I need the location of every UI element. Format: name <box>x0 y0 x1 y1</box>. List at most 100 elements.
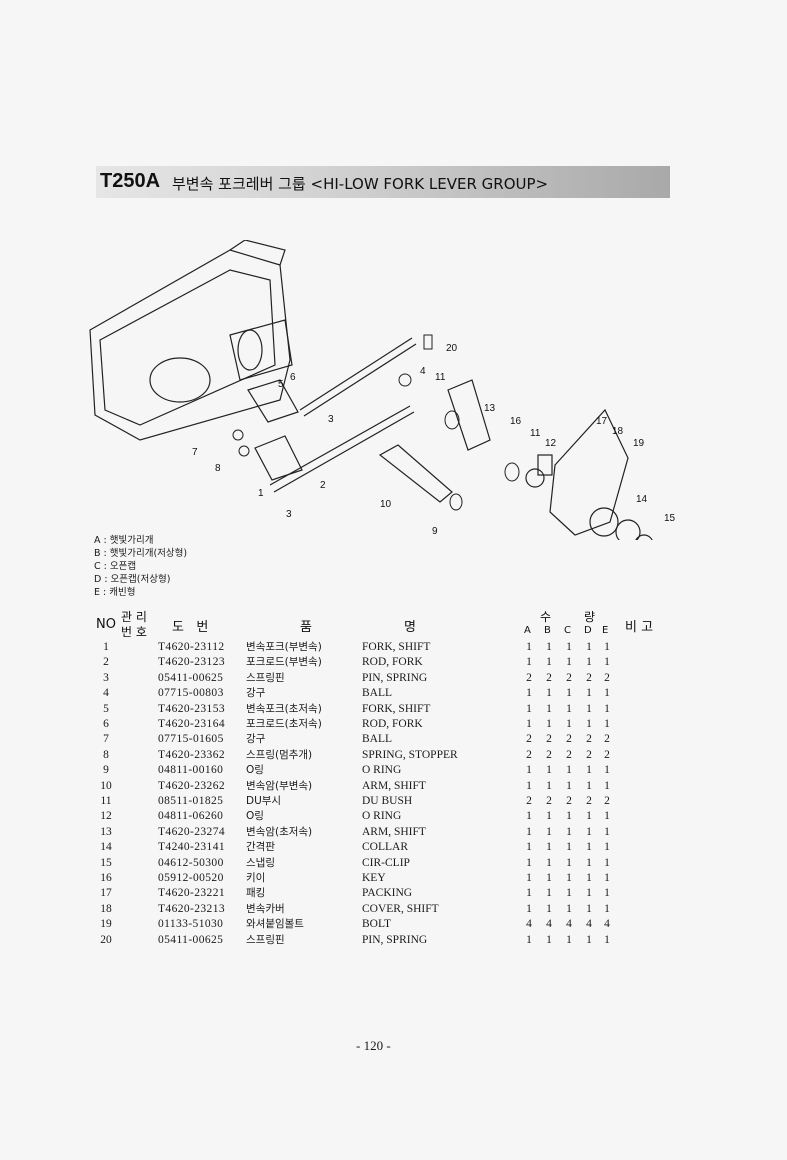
quantity-cell: 1 <box>604 872 610 884</box>
callout: 8 <box>215 463 221 474</box>
group-title: 부변속 포크레버 그룹 <HI-LOW FORK LEVER GROUP> <box>172 175 549 193</box>
quantity-cell: 2 <box>526 671 532 684</box>
part-name-korean: 강구 <box>246 687 266 700</box>
part-number: 3 <box>103 671 109 684</box>
callout: 16 <box>510 416 522 427</box>
legend-item: C : 오픈캡 <box>94 561 137 572</box>
shift-cover <box>525 408 653 540</box>
quantity-cell: 1 <box>526 856 532 869</box>
part-number: 8 <box>103 748 109 761</box>
part-number: 1 <box>103 641 109 653</box>
part-name-korean: 스냅링 <box>246 856 275 869</box>
quantity-cell: 4 <box>526 918 532 931</box>
part-name-english: PIN, SPRING <box>362 671 428 684</box>
quantity-cell: 1 <box>586 841 592 854</box>
quantity-cell: 2 <box>546 748 552 761</box>
part-name-korean: 포크로드(부변속) <box>246 656 322 669</box>
quantity-cell: 1 <box>604 687 610 700</box>
quantity-cell: 1 <box>566 902 572 915</box>
quantity-cell: 1 <box>566 687 572 700</box>
part-code: T4620-23123 <box>158 656 226 669</box>
part-code: 05411-00625 <box>158 671 224 684</box>
quantity-cell: 2 <box>566 733 572 746</box>
quantity-cell: 1 <box>546 933 552 946</box>
header-qty-col: C <box>564 625 571 636</box>
quantity-cell: 1 <box>566 718 572 730</box>
part-code: 05912-00520 <box>158 872 224 884</box>
part-name-english: O RING <box>362 764 402 777</box>
part-name-korean: 변속카버 <box>246 902 285 915</box>
quantity-cell: 1 <box>546 702 552 715</box>
part-name-korean: 변속암(초저속) <box>246 825 313 838</box>
quantity-cell: 1 <box>604 887 610 900</box>
part-name-korean: DU부시 <box>246 795 282 807</box>
callout: 6 <box>290 372 296 383</box>
header-remarks: 비 고 <box>625 620 654 635</box>
part-number: 17 <box>100 887 112 900</box>
callout: 18 <box>612 426 624 437</box>
callout: 19 <box>633 438 645 449</box>
callout: 11 <box>435 372 446 383</box>
callout: 15 <box>664 513 676 524</box>
part-name-korean: 스프링핀 <box>246 933 285 946</box>
part-name-english: COLLAR <box>362 841 408 854</box>
callout: 3 <box>328 414 334 425</box>
quantity-cell: 1 <box>526 933 532 946</box>
legend-item: A : 햇빛가리개 <box>94 535 154 546</box>
part-name-english: ARM, SHIFT <box>362 825 426 838</box>
quantity-cell: 2 <box>566 748 572 761</box>
quantity-cell: 1 <box>566 656 572 669</box>
quantity-cell: 1 <box>586 825 592 838</box>
quantity-cell: 4 <box>604 918 610 931</box>
quantity-cell: 1 <box>526 872 532 884</box>
shift-forks <box>247 379 491 503</box>
exploded-parts-diagram: 1 2 3 3 4 5 6 7 8 9 10 11 11 12 13 14 15… <box>89 240 676 540</box>
quantity-cell: 1 <box>586 856 592 869</box>
part-name-korean: 강구 <box>246 733 266 746</box>
quantity-cell: 1 <box>566 933 572 946</box>
quantity-cell: 1 <box>546 656 552 669</box>
quantity-cell: 1 <box>546 764 552 777</box>
callout: 3 <box>286 509 292 520</box>
quantity-cell: 1 <box>566 764 572 777</box>
quantity-cell: 1 <box>604 656 610 669</box>
shift-rods <box>269 337 417 493</box>
part-code: 04811-06260 <box>158 810 224 823</box>
quantity-cell: 1 <box>586 887 592 900</box>
quantity-cell: 1 <box>526 810 532 823</box>
quantity-cell: 2 <box>546 795 552 807</box>
quantity-cell: 1 <box>586 687 592 700</box>
quantity-cell: 1 <box>586 764 592 777</box>
quantity-cell: 2 <box>604 671 610 684</box>
part-name-english: FORK, SHIFT <box>362 641 431 653</box>
quantity-cell: 1 <box>526 825 532 838</box>
quantity-cell: 1 <box>546 825 552 838</box>
legend-item: D : 오픈캡(저상형) <box>94 574 171 585</box>
quantity-cell: 1 <box>546 779 552 792</box>
part-name-korean: O링 <box>246 810 264 823</box>
quantity-cell: 1 <box>586 656 592 669</box>
part-name-korean: 변속포크(부변속) <box>246 641 322 653</box>
part-number: 5 <box>103 702 109 715</box>
part-code: T4240-23141 <box>158 841 226 854</box>
quantity-cell: 1 <box>586 810 592 823</box>
part-code: T4620-23221 <box>158 887 226 900</box>
quantity-cell: 1 <box>604 810 610 823</box>
quantity-cell: 1 <box>526 718 532 730</box>
part-number: 10 <box>100 779 112 792</box>
part-name-english: COVER, SHIFT <box>362 902 439 915</box>
part-code: 04612-50300 <box>158 856 224 869</box>
quantity-cell: 2 <box>546 733 552 746</box>
quantity-cell: 1 <box>526 687 532 700</box>
quantity-cell: 1 <box>604 718 610 730</box>
part-code: T4620-23262 <box>158 779 226 792</box>
callout: 14 <box>636 494 648 505</box>
quantity-cell: 1 <box>546 810 552 823</box>
callout-labels: 1 2 3 3 4 5 6 7 8 9 10 11 11 12 13 14 15… <box>192 343 676 537</box>
quantity-cell: 1 <box>546 872 552 884</box>
quantity-cell: 1 <box>566 887 572 900</box>
part-number: 13 <box>100 825 112 838</box>
quantity-cell: 1 <box>566 641 572 653</box>
part-number: 9 <box>103 764 109 777</box>
quantity-cell: 2 <box>586 671 592 684</box>
